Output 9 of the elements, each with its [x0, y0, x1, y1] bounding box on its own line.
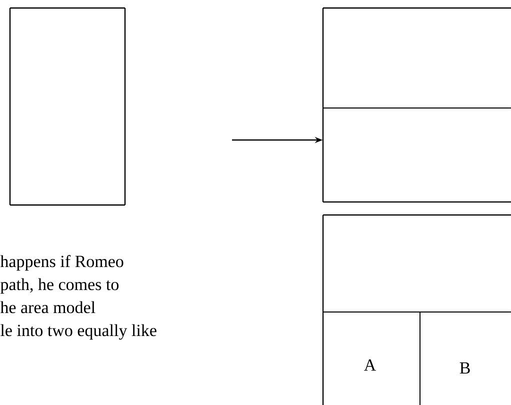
square-box [9, 7, 126, 206]
paragraph-line: path, he comes to [0, 278, 119, 294]
paragraph-line: happens if Romeo [0, 255, 124, 271]
square-box [322, 214, 511, 405]
square-box [322, 7, 511, 203]
cell: B [460, 362, 470, 374]
cell: A [364, 359, 376, 371]
paragraph-line: he area model [0, 301, 96, 314]
paragraph-line: le into two equally like [0, 324, 156, 340]
